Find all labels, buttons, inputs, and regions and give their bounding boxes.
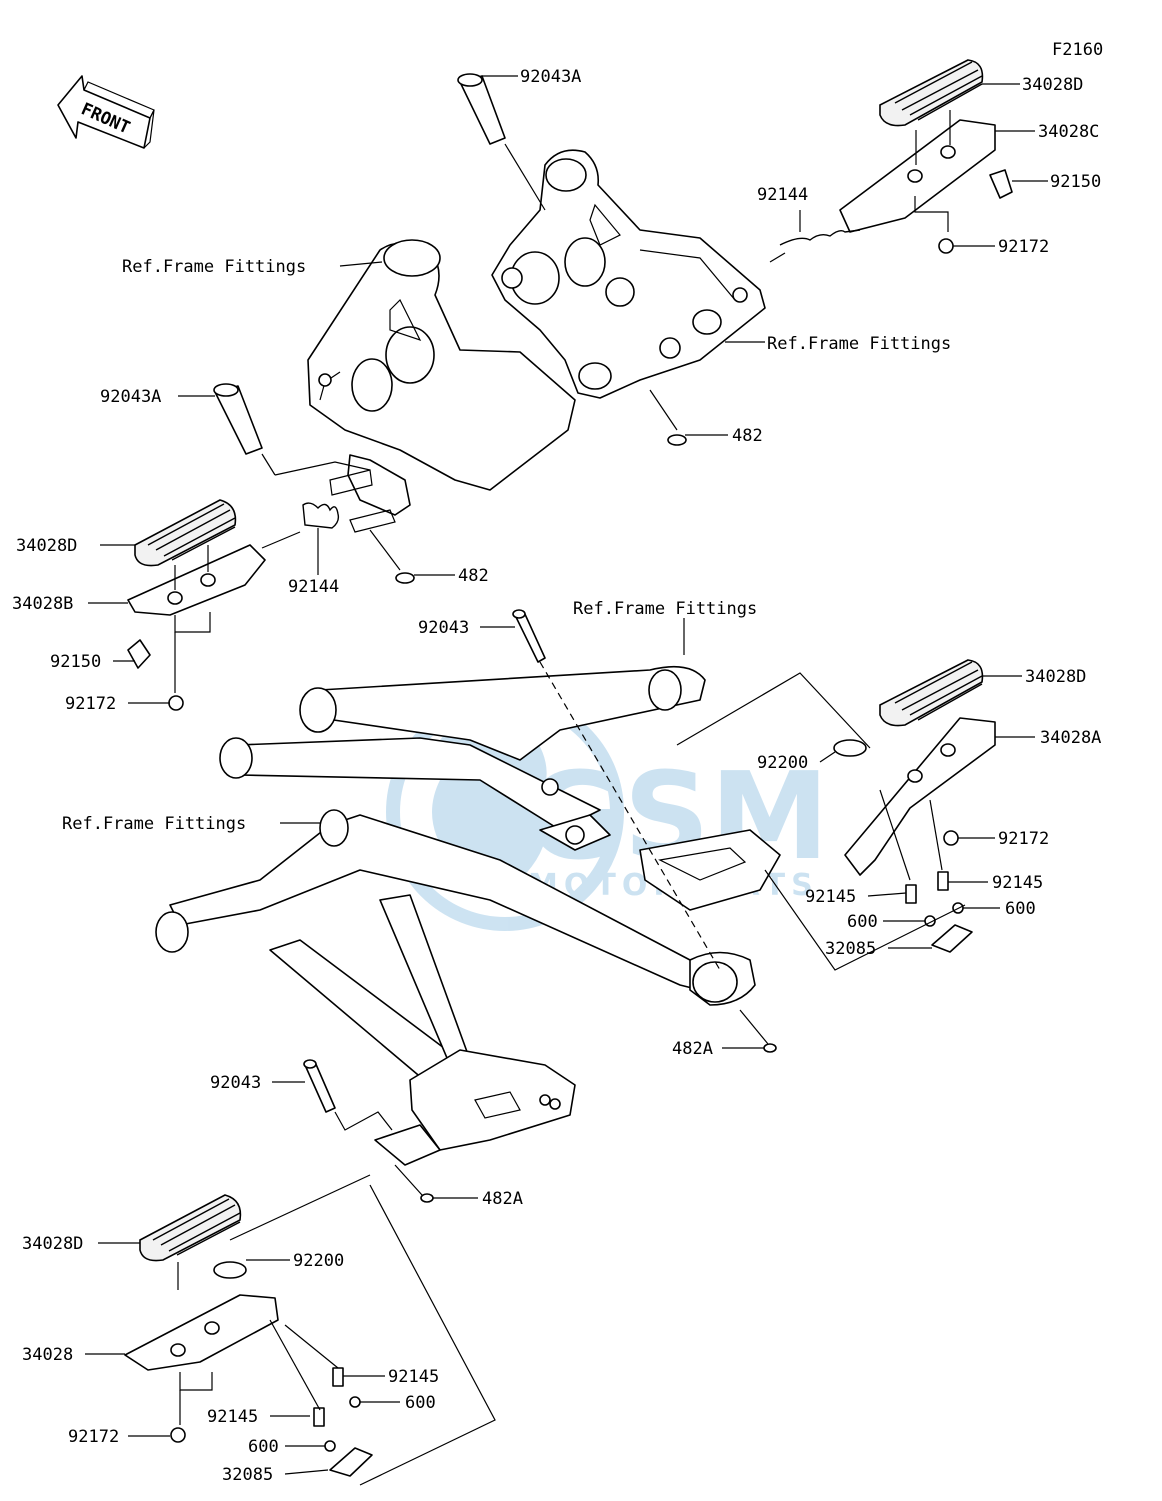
rear-subframe xyxy=(155,665,756,1091)
pin-92043-low xyxy=(303,1059,336,1113)
bolt-92172-top-right xyxy=(938,238,954,254)
label-92172-left: 92172 xyxy=(65,694,116,714)
spring-92145-right1 xyxy=(905,884,917,904)
label-34028D-top-right: 34028D xyxy=(1022,75,1083,95)
label-34028D-right: 34028D xyxy=(1025,667,1086,687)
figure-code: F2160 xyxy=(1052,40,1103,60)
label-34028: 34028 xyxy=(22,1345,73,1365)
label-482-mid: 482 xyxy=(458,566,489,586)
ball-600-bottom2 xyxy=(324,1440,336,1452)
label-482A-low: 482A xyxy=(482,1189,523,1209)
ball-600-bottom1 xyxy=(349,1396,361,1408)
left-pillion-hanger xyxy=(374,1049,576,1166)
clip-482-mid xyxy=(395,572,415,584)
label-92144-left: 92144 xyxy=(288,577,339,597)
label-34028A: 34028A xyxy=(1040,728,1101,748)
spring-92144-left xyxy=(302,502,340,529)
front-arrow-icon: FRONT xyxy=(57,75,155,149)
label-32085-right: 32085 xyxy=(825,939,876,959)
footpeg-34028C xyxy=(839,119,996,233)
label-92150-left: 92150 xyxy=(50,652,101,672)
footpeg-rubber-mid-right xyxy=(879,659,984,727)
spring-92145-right2 xyxy=(937,871,949,891)
plate-32085-right xyxy=(931,924,973,953)
spring-92144-top xyxy=(779,229,861,246)
label-34028B: 34028B xyxy=(12,594,73,614)
label-92043A-top: 92043A xyxy=(520,67,581,87)
label-92200-right: 92200 xyxy=(757,753,808,773)
label-34028D-left: 34028D xyxy=(16,536,77,556)
spring-92145-bottom2 xyxy=(313,1407,325,1427)
label-92172-top-right: 92172 xyxy=(998,237,1049,257)
left-footrest-bracket xyxy=(307,239,576,533)
footpeg-34028B xyxy=(127,544,266,616)
label-600-bottom2: 600 xyxy=(248,1437,279,1457)
stopper-92150-left xyxy=(127,639,151,669)
label-92043-mid: 92043 xyxy=(418,618,469,638)
washer-92200-bottom xyxy=(213,1261,247,1279)
footpeg-rubber-top-right xyxy=(879,59,984,127)
right-footrest-bracket xyxy=(491,149,766,399)
pin-92043A-left xyxy=(213,383,263,455)
label-92043A-left: 92043A xyxy=(100,387,161,407)
clip-482A-low xyxy=(420,1193,434,1203)
label-482-top: 482 xyxy=(732,426,763,446)
bolt-92172-bottom-left xyxy=(170,1427,186,1443)
footpeg-34028A xyxy=(844,717,996,876)
washer-92200-right xyxy=(833,739,867,757)
label-92200-bottom: 92200 xyxy=(293,1251,344,1271)
right-pillion-hanger xyxy=(639,829,781,911)
plate-32085-bottom xyxy=(329,1447,373,1477)
bolt-92172-right xyxy=(943,830,959,846)
group-lines xyxy=(174,110,966,1486)
bolt-92172-left xyxy=(168,695,184,711)
part-labels: 92043A 34028D 34028C 92150 92144 92172 R… xyxy=(12,67,1101,1485)
label-92172-bottom-left: 92172 xyxy=(68,1427,119,1447)
label-92144-top: 92144 xyxy=(757,185,808,205)
label-482A-right: 482A xyxy=(672,1039,713,1059)
clip-482-top xyxy=(667,434,687,446)
footpeg-rubber-mid-left xyxy=(134,499,237,567)
footpeg-34028 xyxy=(124,1294,279,1371)
label-92145-bottom1: 92145 xyxy=(388,1367,439,1387)
label-600-bottom1: 600 xyxy=(405,1393,436,1413)
label-ref-frame-mid: Ref.Frame Fittings xyxy=(573,599,757,619)
label-92043-low: 92043 xyxy=(210,1073,261,1093)
label-34028D-bottom-left: 34028D xyxy=(22,1234,83,1254)
label-ref-frame-left: Ref.Frame Fittings xyxy=(62,814,246,834)
pin-92043-mid xyxy=(512,609,546,663)
label-32085-bottom: 32085 xyxy=(222,1465,273,1485)
label-92145-right1: 92145 xyxy=(805,887,856,907)
spring-92145-bottom1 xyxy=(332,1367,344,1387)
label-92145-bottom2: 92145 xyxy=(207,1407,258,1427)
label-600-right2: 600 xyxy=(1005,899,1036,919)
label-34028C: 34028C xyxy=(1038,122,1099,142)
label-ref-frame-top-left: Ref.Frame Fittings xyxy=(122,257,306,277)
footpeg-rubber-bottom-left xyxy=(139,1194,242,1262)
leader-lines xyxy=(85,75,1048,1475)
pin-92043A-top xyxy=(457,73,506,145)
label-92150-right: 92150 xyxy=(1050,172,1101,192)
clip-482A-right xyxy=(763,1043,777,1053)
label-ref-frame-top-right: Ref.Frame Fittings xyxy=(767,334,951,354)
label-92172-right: 92172 xyxy=(998,829,1049,849)
stopper-92150-right xyxy=(989,169,1013,199)
label-92145-right2: 92145 xyxy=(992,873,1043,893)
label-600-right1: 600 xyxy=(847,912,878,932)
